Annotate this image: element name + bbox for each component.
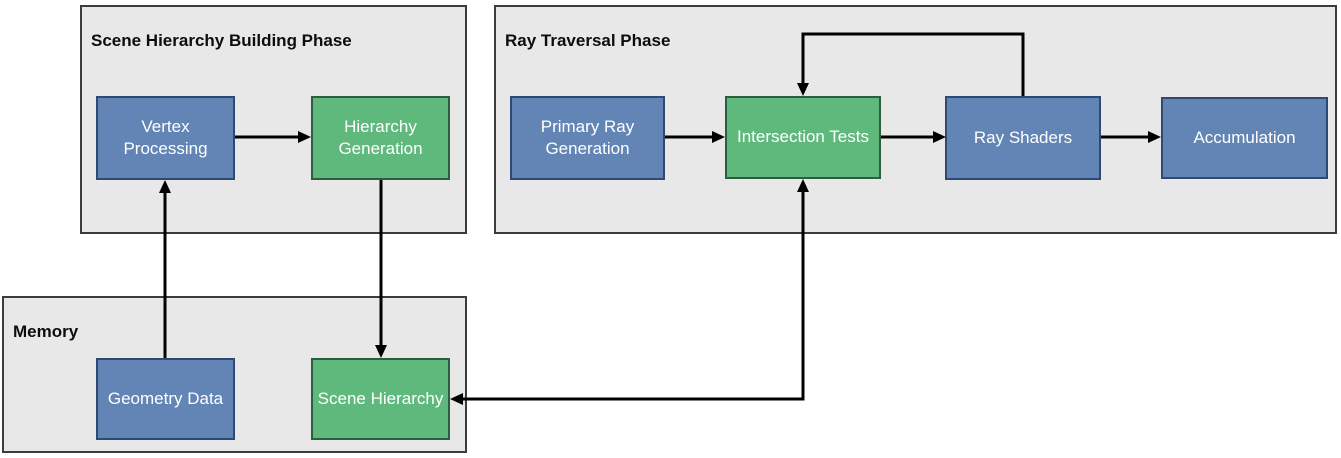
node-scene-hierarchy: Scene Hierarchy [311,358,450,440]
node-label: Ray Shaders [973,127,1073,147]
node-vertex-processing: Vertex Processing [96,96,235,180]
node-label: Primary Ray Generation [540,116,635,158]
node-label: Scene Hierarchy [317,388,444,408]
panel-title-scene-hierarchy-building-phase: Scene Hierarchy Building Phase [91,31,352,50]
node-intersection-tests: Intersection Tests [725,96,881,179]
panel-title-ray-traversal-phase: Ray Traversal Phase [505,31,671,50]
node-primary-ray-generation: Primary Ray Generation [510,96,665,180]
node-geometry-data: Geometry Data [96,358,235,440]
node-ray-shaders: Ray Shaders [945,96,1101,180]
node-label: Hierarchy Generation [338,116,423,158]
node-label: Intersection Tests [737,127,869,147]
node-label: Vertex Processing [123,116,208,158]
node-accumulation: Accumulation [1161,97,1328,179]
panel-title-memory: Memory [13,322,79,341]
node-label: Geometry Data [107,388,224,408]
node-hierarchy-generation: Hierarchy Generation [311,96,450,180]
node-label: Accumulation [1193,127,1296,147]
